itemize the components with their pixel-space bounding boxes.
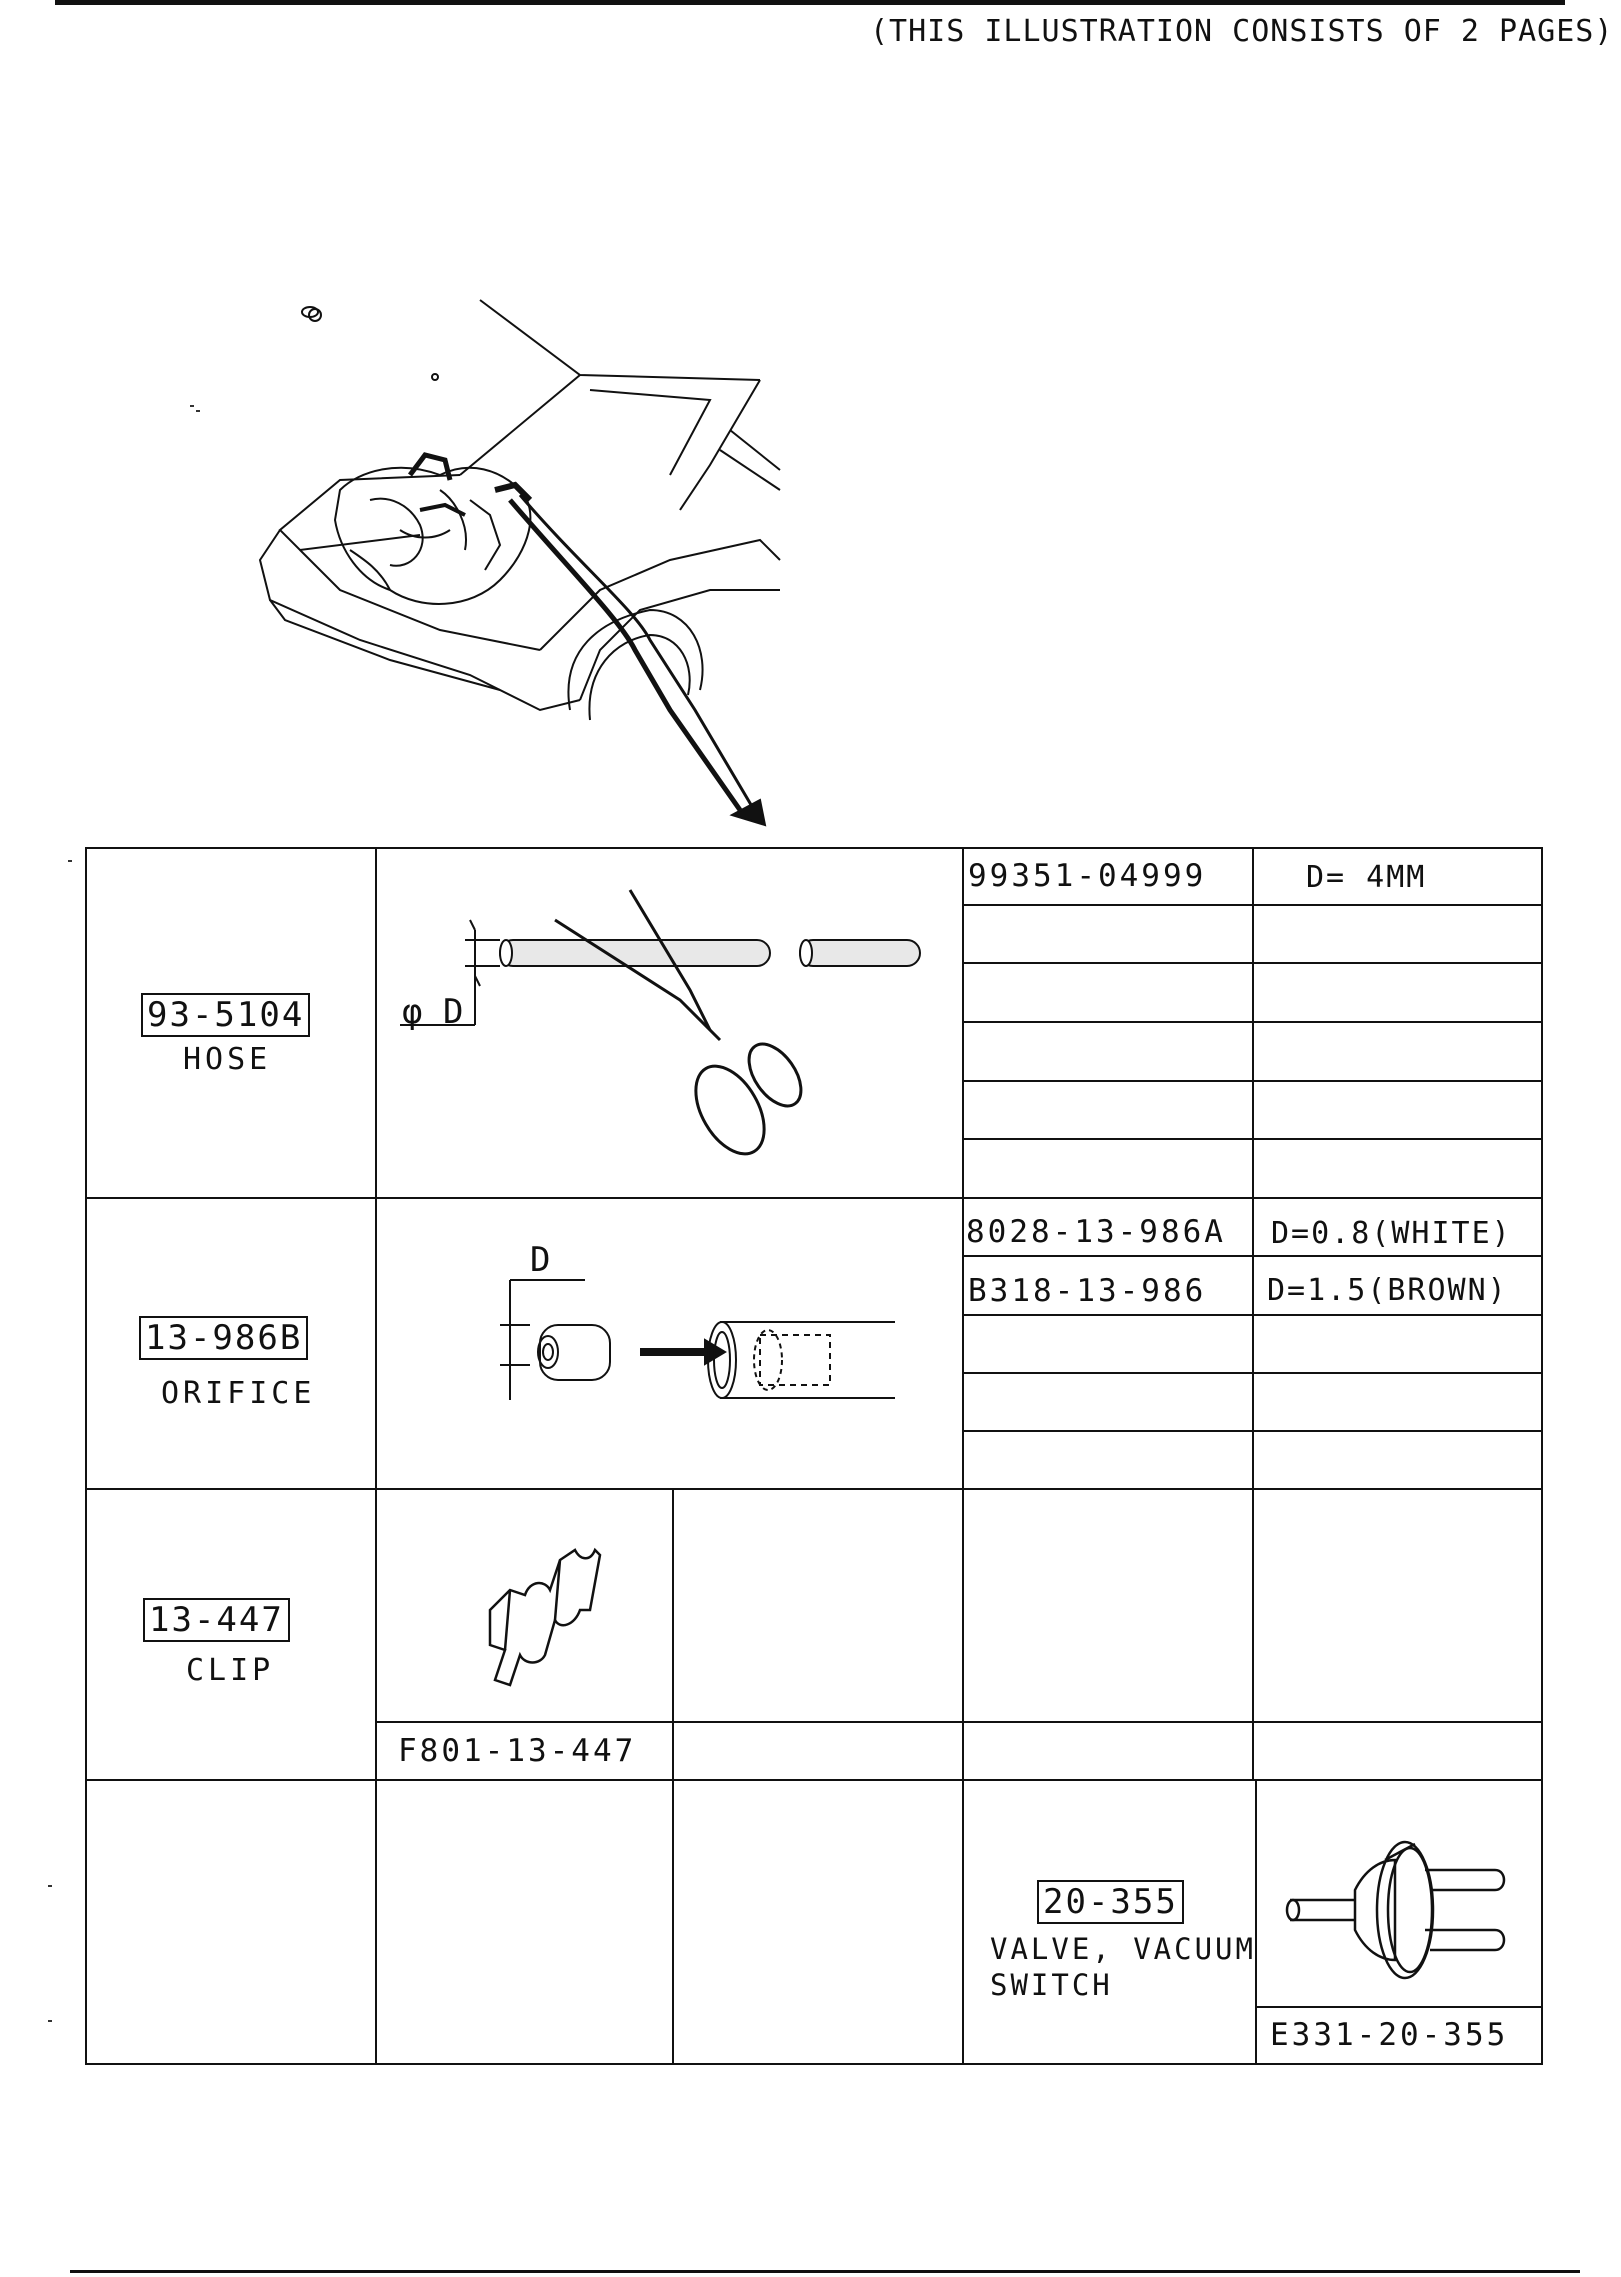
valve-part-number: E331-20-355 [1270, 2017, 1509, 2053]
orifice-part-number-1: 8028-13-986A [966, 1214, 1226, 1250]
hose-code-box: 93-5104 [141, 993, 311, 1037]
scan-speck [68, 860, 72, 862]
valve-code-box: 20-355 [1037, 1880, 1184, 1924]
scan-speck [196, 410, 200, 412]
scan-speck [190, 405, 194, 407]
hose-part-number-1: 99351-04999 [968, 858, 1207, 894]
hose-illustration [400, 889, 921, 1156]
valve-name-line1: VALVE, VACUUM [990, 1932, 1256, 1966]
clip-code-box: 13-447 [143, 1598, 290, 1642]
hose-diameter-label: φ D [402, 992, 464, 1032]
scan-speck [48, 2020, 52, 2022]
hose-spec-1: D= 4MM [1306, 860, 1427, 895]
clip-name: CLIP [186, 1653, 275, 1688]
orifice-dimension-label: D [530, 1240, 551, 1280]
clip-illustration [488, 1547, 602, 1687]
orifice-spec-1: D=0.8(WHITE) [1271, 1216, 1512, 1251]
orifice-part-number-2: B318-13-986 [968, 1273, 1207, 1309]
top-border [55, 0, 1565, 5]
valve-name-line2: SWITCH [990, 1968, 1113, 2002]
bottom-border [70, 2270, 1580, 2273]
orifice-code-box: 13-986B [139, 1316, 309, 1360]
clip-part-number: F801-13-447 [398, 1733, 637, 1769]
orifice-spec-2: D=1.5(BROWN) [1267, 1273, 1508, 1308]
valve-illustration [1285, 1840, 1506, 1980]
scan-speck [48, 1885, 52, 1887]
pages-note: (THIS ILLUSTRATION CONSISTS OF 2 PAGES) [870, 14, 1614, 49]
orifice-name: ORIFICE [161, 1376, 316, 1411]
car-engine-bay-illustration [258, 299, 781, 827]
hose-name: HOSE [183, 1042, 272, 1077]
orifice-illustration [500, 1279, 895, 1400]
